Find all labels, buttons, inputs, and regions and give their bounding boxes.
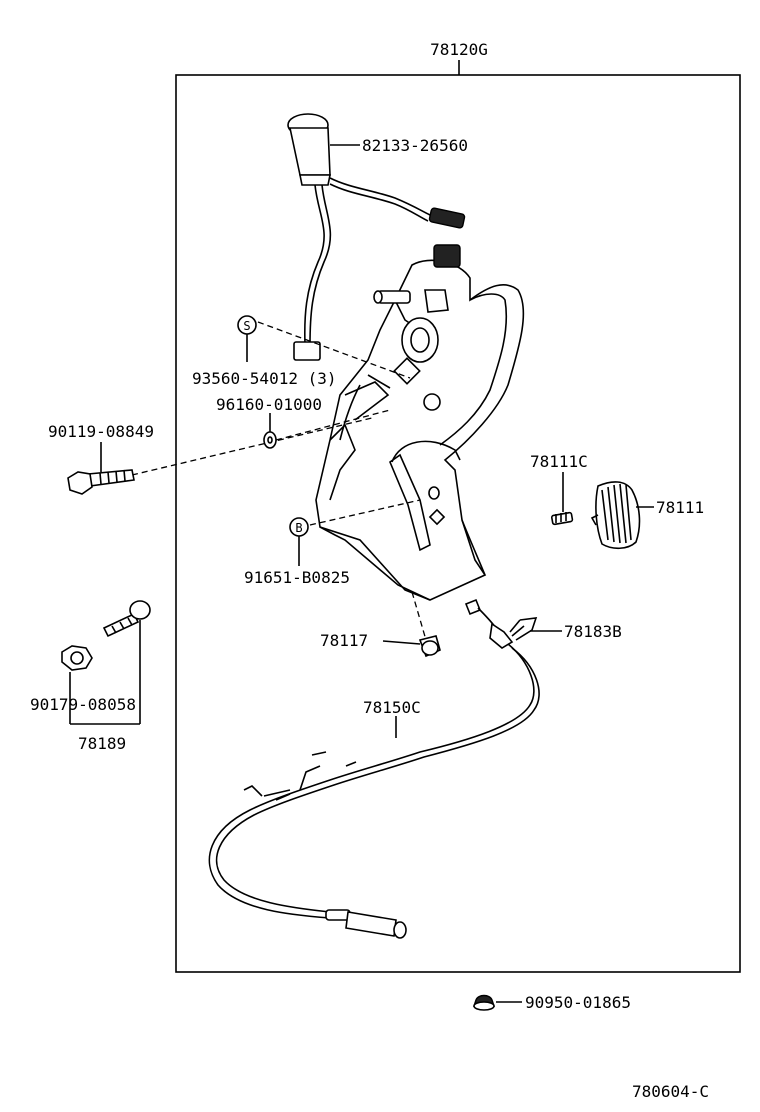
label-cable: 78150C [363, 698, 421, 717]
assembly-frame [175, 74, 741, 973]
label-pin: 78117 [320, 631, 368, 650]
label-clamp-symbol: S [243, 319, 250, 333]
label-assembly: 78120G [430, 40, 488, 59]
label-bolt-left: 90119-08849 [48, 422, 154, 441]
label-clamp: 93560-54012 (3) [192, 369, 337, 388]
pedal-bracket-icon [315, 244, 525, 601]
label-pad-screw: 78111C [530, 452, 588, 471]
clamp-dashed-leader [257, 321, 411, 379]
switch-sensor-icon [287, 113, 466, 361]
pad-screw-icon [550, 511, 574, 526]
pin-dashed-leader [411, 591, 427, 641]
bolt-left-icon [67, 469, 135, 495]
bolt-b-dashed-leader [309, 499, 421, 526]
label-grommet: 90950-01865 [525, 993, 631, 1012]
figure-id: 780604-C [632, 1082, 709, 1101]
label-bolt-b: 91651-B0825 [244, 568, 350, 587]
bolt-set-bolt-icon [102, 600, 151, 638]
label-pad: 78111 [656, 498, 704, 517]
grommet-icon [473, 994, 495, 1011]
washer-icon [263, 431, 277, 449]
brake-cable-icon [208, 598, 540, 939]
label-nut: 90179-08058 [30, 695, 136, 714]
pedal-pad-icon [590, 481, 641, 550]
nut-icon [61, 645, 93, 671]
label-washer: 96160-01000 [216, 395, 322, 414]
label-cable-clip: 78183B [564, 622, 622, 641]
label-bolt-symbol: B [295, 521, 302, 535]
label-bolt-set: 78189 [78, 734, 126, 753]
bolt-left-dashed-leader [131, 417, 373, 476]
pin-icon [418, 635, 441, 658]
label-sensor: 82133-26560 [362, 136, 468, 155]
cable-clip-icon [509, 617, 538, 641]
pin-leader [382, 640, 421, 645]
